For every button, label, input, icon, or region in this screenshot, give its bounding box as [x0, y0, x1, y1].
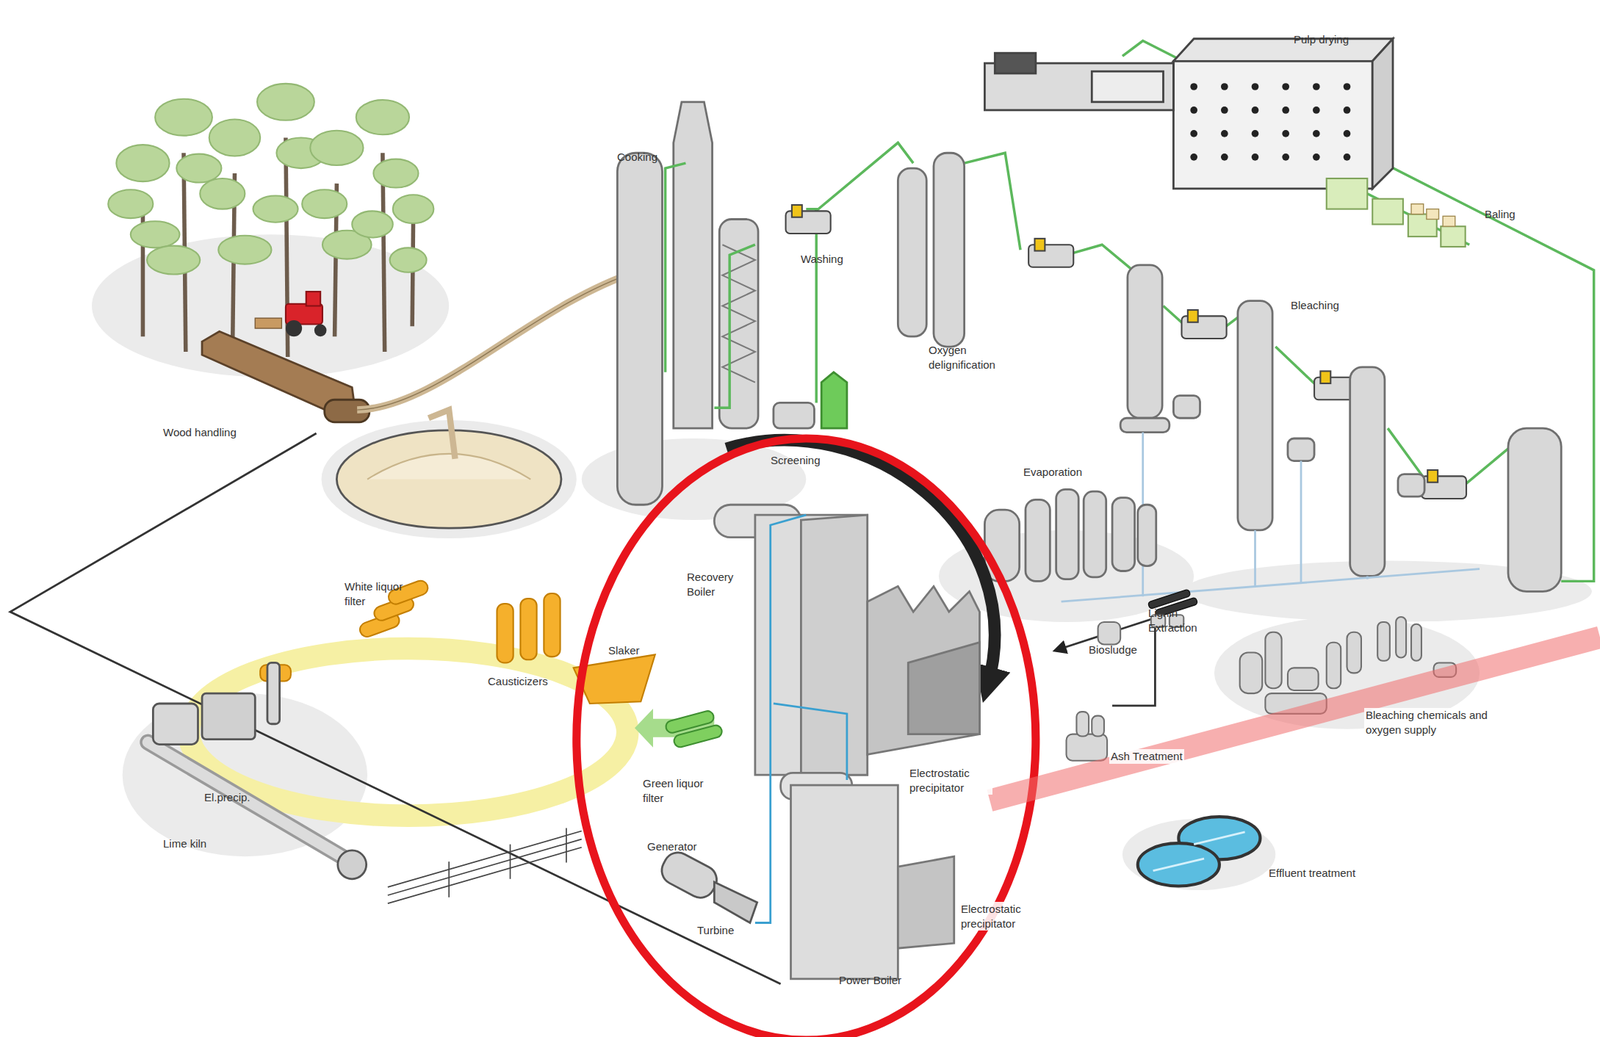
part-label: Electrostatic precipitator [907, 766, 993, 795]
part-label: Generator [647, 839, 698, 855]
part-label: Power Boiler [838, 973, 902, 989]
part-label: Causticizers [487, 674, 549, 690]
part-label: El.precip. [204, 790, 251, 806]
part-label: Baling [1484, 207, 1516, 222]
part-label: Effluent treatment [1268, 866, 1356, 881]
part-label: Evaporation [1023, 465, 1083, 480]
part-label: Bleaching chemicals and oxygen supply [1364, 708, 1501, 737]
part-label: Cooking [617, 149, 658, 165]
part-label: Turbine [697, 923, 734, 939]
part-label: Pulp drying [1293, 32, 1349, 48]
part-label: Lime kiln [163, 836, 207, 852]
part-label: Wood handling [163, 425, 237, 441]
part-label: Washing [800, 251, 844, 267]
part-label: Lignin Extraction [1148, 606, 1220, 635]
part-label: Bleaching [1290, 298, 1340, 313]
part-label: Oxygen delignification [928, 343, 1021, 372]
part-label: Screening [770, 453, 821, 468]
part-label: Ash Treatment [1109, 749, 1185, 765]
part-label: Recovery Boiler [686, 570, 748, 599]
part-label: Green liquor filter [642, 776, 715, 806]
part-label: Biosludge [1088, 642, 1138, 658]
part-label: White liquor filter [344, 579, 418, 609]
part-label: Slaker [608, 643, 640, 659]
part-label: Electrostatic precipitator [959, 902, 1044, 931]
